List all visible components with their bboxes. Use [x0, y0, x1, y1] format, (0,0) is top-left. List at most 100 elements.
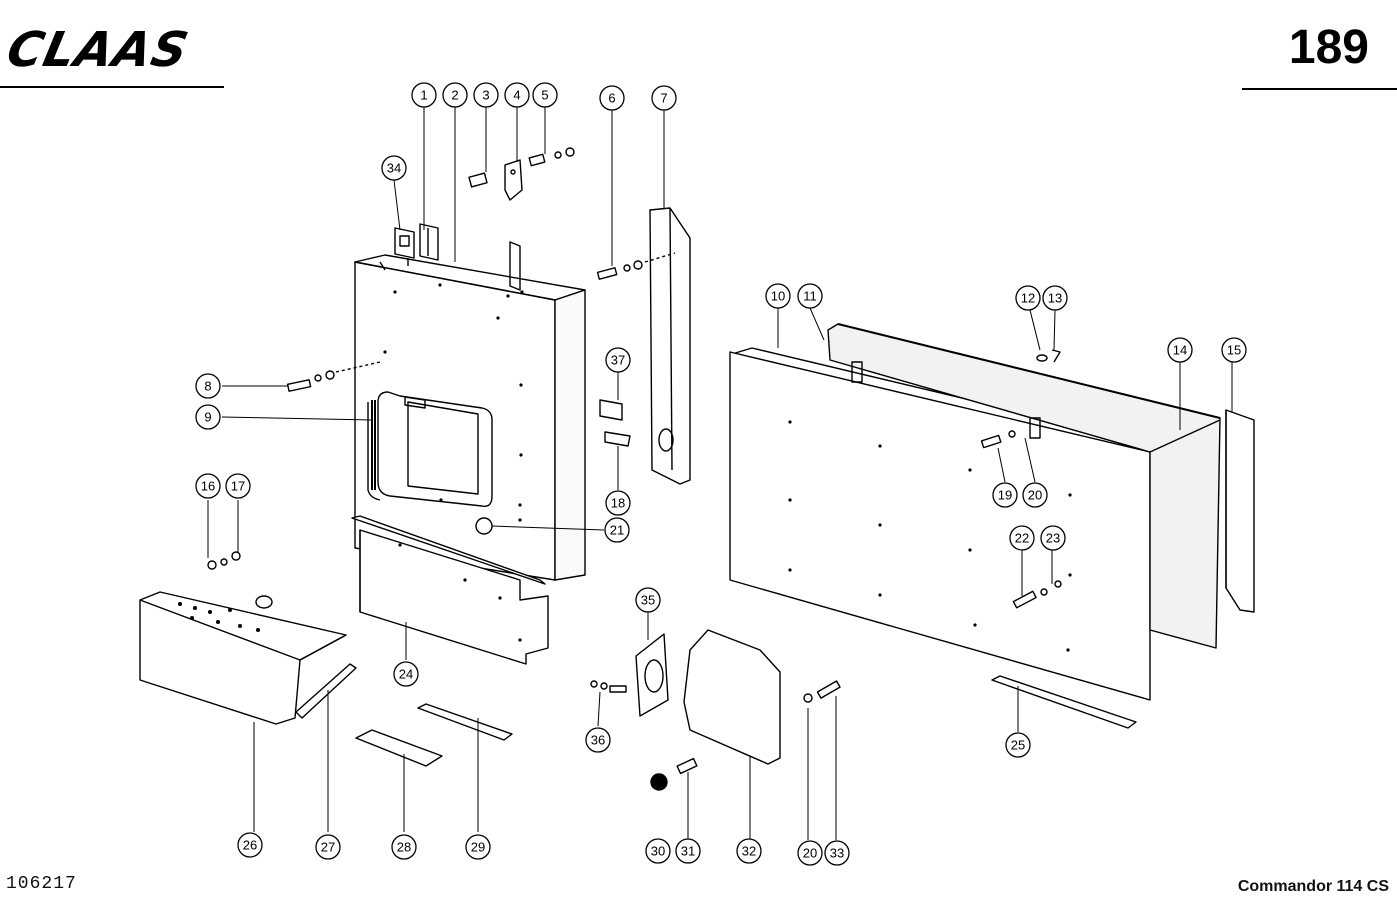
- callout-14: 14: [1167, 337, 1193, 363]
- bolt-8: [286, 361, 381, 392]
- model-name: Commandor 114 CS: [1237, 878, 1389, 895]
- callout-label: 14: [1173, 343, 1187, 358]
- bracket-4: [504, 159, 523, 201]
- callout-label: 22: [1015, 531, 1029, 546]
- callout-21: 21: [604, 517, 630, 543]
- callout-label: 17: [231, 479, 245, 494]
- callout-8: 8: [195, 373, 221, 399]
- clip-1040: [1029, 417, 1041, 439]
- callout-19: 19: [992, 482, 1018, 508]
- callout-label: 31: [681, 844, 695, 859]
- callout-9: 9: [195, 404, 221, 430]
- callout-7: 7: [651, 85, 677, 111]
- bolt-22: [1012, 580, 1062, 609]
- insulation-14: [827, 323, 1221, 649]
- callout-11: 11: [797, 283, 823, 309]
- callout-label: 32: [742, 844, 756, 859]
- callout-30: 30: [645, 838, 671, 864]
- callout-label: 35: [641, 593, 655, 608]
- callout-12: 12: [1015, 285, 1041, 311]
- callout-label: 27: [321, 840, 335, 855]
- clip-13: [1051, 349, 1061, 363]
- callout-25: 25: [1005, 732, 1031, 758]
- callout-5: 5: [532, 82, 558, 108]
- bar-15: [1225, 409, 1255, 613]
- callout-label: 21: [610, 523, 624, 538]
- callout-3: 3: [473, 82, 499, 108]
- bolt-19: [980, 430, 1016, 449]
- callout-10: 10: [765, 283, 791, 309]
- bolt-5: [528, 147, 575, 167]
- post-7: [649, 207, 691, 485]
- callout-label: 25: [1011, 738, 1025, 753]
- callout-24: 24: [393, 661, 419, 687]
- callout-label: 26: [243, 838, 257, 853]
- callout-26: 26: [237, 832, 263, 858]
- callout-label: 11: [803, 289, 817, 304]
- header-rule-right: [1242, 88, 1397, 90]
- callout-label: 24: [399, 667, 413, 682]
- callout-label: 19: [998, 488, 1012, 503]
- callout-13: 13: [1042, 285, 1068, 311]
- callout-label: 18: [611, 496, 625, 511]
- callout-label: 23: [1046, 531, 1060, 546]
- callout-28: 28: [391, 834, 417, 860]
- callout-label: 30: [651, 844, 665, 859]
- callout-label: 29: [471, 840, 485, 855]
- callout-33: 33: [824, 840, 850, 866]
- angle-bracket: [509, 241, 521, 291]
- callout-36: 36: [585, 727, 611, 753]
- callout-label: 2: [451, 88, 458, 103]
- callout-37: 37: [605, 347, 631, 373]
- callout-label: 5: [541, 88, 548, 103]
- callout-label: 33: [830, 846, 844, 861]
- bolt-33: [803, 680, 841, 703]
- callout-32: 32: [736, 838, 762, 864]
- callout-label: 3: [482, 88, 489, 103]
- latch-35: [635, 633, 669, 717]
- strip-28: [355, 729, 443, 767]
- callout-18: 18: [605, 490, 631, 516]
- callout-23: 23: [1040, 525, 1066, 551]
- bracket-37: [599, 399, 623, 421]
- callout-1: 1: [411, 82, 437, 108]
- knob-21: [475, 517, 493, 535]
- seal-9: [371, 396, 426, 490]
- callout-4: 4: [504, 82, 530, 108]
- box-26: [139, 591, 347, 725]
- callout-17: 17: [225, 473, 251, 499]
- callout-31: 31: [675, 838, 701, 864]
- pin-31: [676, 757, 698, 775]
- callout-15: 15: [1221, 337, 1247, 363]
- strip-1: [419, 223, 439, 261]
- bolt-16: [207, 551, 241, 570]
- callout-label: 13: [1048, 291, 1062, 306]
- callout-6: 6: [599, 85, 625, 111]
- callout-20: 20: [1022, 482, 1048, 508]
- page-number: 189: [1288, 21, 1369, 74]
- callout-16: 16: [195, 473, 221, 499]
- callout-35: 35: [635, 587, 661, 613]
- strip-27: [295, 663, 357, 719]
- callout-label: 7: [660, 91, 667, 106]
- callout-label: 4: [513, 88, 520, 103]
- callout-label: 12: [1021, 291, 1035, 306]
- callout-label: 37: [611, 353, 625, 368]
- callout-label: 20: [1028, 488, 1042, 503]
- cover-32: [683, 629, 781, 765]
- tray-24: [351, 515, 549, 665]
- bolt-6: [596, 252, 676, 280]
- rail-25: [991, 675, 1137, 729]
- callout-29: 29: [465, 834, 491, 860]
- callout-20: 20: [797, 840, 823, 866]
- drawing-number: 106217: [6, 874, 77, 894]
- plate-18: [604, 431, 631, 447]
- grommet-30: [650, 773, 668, 791]
- spacer-3: [468, 172, 488, 188]
- leader-lines: [207, 107, 1233, 840]
- callout-label: 16: [201, 479, 215, 494]
- header-rule-left: [0, 86, 224, 88]
- clip-34: [394, 227, 415, 259]
